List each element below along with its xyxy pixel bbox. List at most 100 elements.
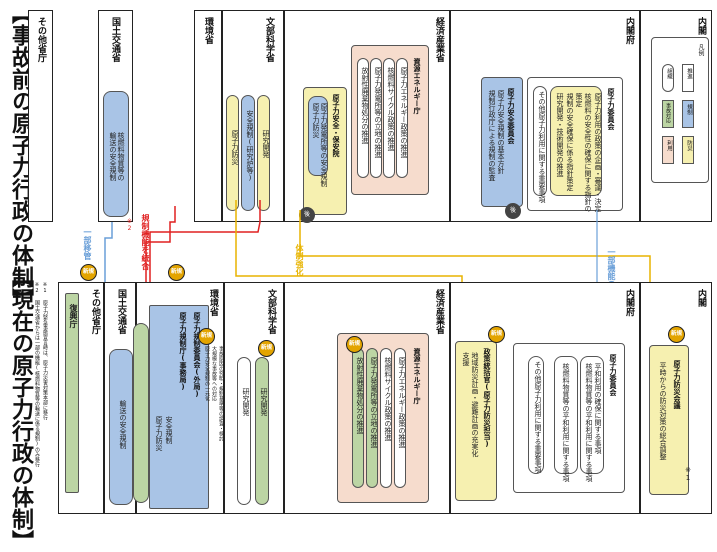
before-mlit-label: 国土交通省 bbox=[110, 17, 120, 62]
before-nisa-box: 原子力安全・保安院 原子力発電所等の安全規制 原子力防災 bbox=[303, 87, 347, 215]
before-meti-label: 経済産業省 bbox=[434, 17, 444, 62]
mlit-line-1: 核燃料物質等の bbox=[117, 132, 125, 181]
after-mlit-box: 国土交通省 輸送の安全規制 bbox=[104, 282, 136, 514]
after-recovery-label: 復興庁 bbox=[69, 304, 78, 328]
after-mext-research-line: 研究開発 bbox=[242, 388, 250, 416]
after-disaster-note: ※1 bbox=[684, 466, 692, 482]
before-cabinet-label: 内閣 bbox=[696, 17, 706, 35]
after-cabinet-office-box: 内閣府 政策統括官(原子力防災担当) 地域防災計画・避難計画の充実化 支援 原子… bbox=[450, 282, 640, 514]
legend-accident: 事故対応 bbox=[662, 100, 674, 128]
after-commission-line-2: 核燃料物質等の平和利用に関する事項 bbox=[585, 363, 593, 482]
after-policy-name: 政策統括官(原子力防災担当) bbox=[483, 348, 491, 448]
abolish-label: 一部機能の廃止 bbox=[607, 248, 616, 304]
before-mext-box: 文部科学省 研究開発 安全規制(研究炉等) 原子力防災 bbox=[222, 10, 284, 222]
after-mlit-label: 国土交通省 bbox=[116, 289, 126, 334]
note-1: ※1 原子力緊急事態宣言時は、原子力災害対策本部に移行 bbox=[42, 282, 48, 420]
before-mext-pill-safety: 安全規制(研究炉等) bbox=[241, 95, 255, 211]
after-reg-lines: 事故原因の究明・規制基準等の調査・検討 大規模な事故等への対応 原子力安全規制の… bbox=[204, 346, 226, 476]
safety-line-2: 規制行政庁による規制の監査 bbox=[488, 90, 496, 181]
legend-title: 凡例 bbox=[697, 44, 704, 56]
legend: 凡例 推進 規制 防災 利用 事故対応 組織 bbox=[651, 37, 709, 183]
after-energy-pill-4: 放射性廃棄物処分の推進 bbox=[352, 348, 364, 488]
before-energy-box: 資源エネルギー庁 原子力エネルギー政策の推進 核燃料サイクル政策の推進 原子力発… bbox=[351, 45, 429, 195]
before-mext-label: 文部科学省 bbox=[264, 17, 274, 62]
before-energy-name: 資源エネルギー庁 bbox=[413, 58, 421, 114]
after-commission-pill-2: 核燃料物質等の平和利用に関する事項 bbox=[554, 356, 578, 482]
after-title: 【現在の原子力行政の体制】 bbox=[8, 266, 33, 552]
nisa-abolish-circle: 後 bbox=[299, 207, 315, 223]
after-energy-pill-2: 核燃料サイクル政策の推進 bbox=[380, 348, 392, 488]
before-env-label: 環境省 bbox=[203, 17, 213, 44]
before-meti-box: 経済産業省 資源エネルギー庁 原子力エネルギー政策の推進 核燃料サイクル政策の推… bbox=[284, 10, 450, 223]
after-mext-box: 文部科学省 研究開発 研究開発 bbox=[224, 282, 284, 514]
legend-regulate: 規制 bbox=[682, 100, 694, 128]
after-mext-green: 研究開発 bbox=[255, 357, 269, 505]
commission-line-4: 規制の安全確保に係る指針策定 bbox=[566, 93, 574, 191]
legend-org: 組織 bbox=[662, 64, 674, 92]
after-mext-research: 研究開発 bbox=[237, 357, 251, 505]
after-reg-authority: 原子力規制庁(事務局) bbox=[179, 312, 187, 391]
after-commission-line-2b: 核燃料物質等の平和利用に関する事項 bbox=[562, 363, 570, 482]
before-env-box: 環境省 bbox=[194, 10, 222, 222]
after-energy-line-1: 原子力エネルギー政策の推進 bbox=[398, 357, 406, 448]
after-others-box: その他省庁 復興庁 bbox=[58, 282, 104, 514]
new-badge-policy: 新規 bbox=[488, 326, 505, 343]
mext-line-3: 原子力防災 bbox=[231, 130, 239, 165]
before-mlit-box: 国土交通省 核燃料物質等の 輸送の安全規制 bbox=[98, 10, 133, 222]
after-energy-box: 資源エネルギー庁 原子力エネルギー政策の推進 核燃料サイクル政策の推進 原子力発… bbox=[337, 333, 429, 503]
before-others-box: その他省庁 bbox=[28, 10, 53, 222]
after-commission-box: 原子力委員会 平和利用の確保に関する事項 核燃料物質等の平和利用に関する事項 核… bbox=[513, 343, 625, 493]
commission-line-5: 研究開発・技術開発の推進 bbox=[556, 93, 564, 177]
mext-line-2: 安全規制(研究炉等) bbox=[246, 110, 254, 182]
safety-abolish-circle: 後 bbox=[505, 203, 521, 219]
nisa-line-pill: 原子力発電所等の安全規制 原子力防災 bbox=[308, 96, 328, 187]
after-disaster-council-name: 原子力防災会議 bbox=[673, 360, 681, 409]
legend-promote: 推進 bbox=[682, 64, 694, 92]
after-commission-name: 原子力委員会 bbox=[609, 354, 617, 396]
after-mlit-pill: 輸送の安全規制 bbox=[109, 349, 133, 505]
before-safety-commission-box: 原子力安全委員会 原子力安全規制の基本方針 規制行政庁による規制の監査 bbox=[481, 77, 523, 207]
energy-line-pill-3: 原子力発電所等の立地の推進 bbox=[370, 58, 382, 178]
energy-line-pill-1: 原子力エネルギー政策の推進 bbox=[396, 58, 408, 178]
nisa-line-1: 原子力発電所等の安全規制 bbox=[320, 103, 328, 187]
legend-use-text: 利用 bbox=[666, 140, 672, 151]
legend-disaster-text: 防災 bbox=[686, 140, 692, 151]
after-reg-line-2: 大規模な事故等への対応 bbox=[211, 346, 217, 401]
after-commission-line-1: 平和利用の確保に関する事項 bbox=[594, 363, 602, 454]
legend-promote-text: 推進 bbox=[686, 68, 692, 79]
legend-disaster: 防災 bbox=[682, 136, 694, 164]
commission-pill: 原子力利用の政策の企画・審議・決定 核燃料の安全性の確保に関する指針の 策定 規… bbox=[550, 86, 602, 212]
orange-label: 体制強化 bbox=[295, 244, 304, 276]
after-disaster-council-box: 原子力防災会議 平時からの防災対策の総合調整 ※1 bbox=[649, 345, 692, 495]
before-nisa-name: 原子力安全・保安院 bbox=[332, 94, 340, 157]
before-commission-box: 原子力委員会 原子力利用の政策の企画・審議・決定 核燃料の安全性の確保に関する指… bbox=[527, 77, 623, 212]
commission-line-2: 核燃料の安全性の確保に関する指針の bbox=[584, 93, 592, 212]
after-mext-label: 文部科学省 bbox=[266, 289, 276, 334]
before-commission-name: 原子力委員会 bbox=[607, 88, 615, 130]
new-badge-mext: 新規 bbox=[258, 340, 275, 357]
before-others-label: その他省庁 bbox=[36, 17, 46, 62]
energy-line-3: 原子力発電所等の立地の推進 bbox=[374, 67, 382, 158]
commission-other-pill: その他原子力利用に関する重要事項 bbox=[533, 86, 547, 203]
after-cabinet-office-label: 内閣府 bbox=[624, 289, 634, 316]
after-energy-line-3: 原子力発電所等の立地の推進 bbox=[370, 357, 378, 448]
legend-regulate-text: 規制 bbox=[686, 104, 692, 115]
before-cabinet-office-label: 内閣府 bbox=[624, 17, 634, 44]
safety-line-1: 原子力安全規制の基本方針 bbox=[497, 90, 505, 174]
after-energy-line-4: 放射性廃棄物処分の推進 bbox=[356, 357, 364, 434]
after-policy-box: 政策統括官(原子力防災担当) 地域防災計画・避難計画の充実化 支援 bbox=[455, 341, 497, 501]
after-mlit-line: 輸送の安全規制 bbox=[119, 400, 127, 449]
after-commission-pill-1: 平和利用の確保に関する事項 核燃料物質等の平和利用に関する事項 bbox=[580, 356, 604, 482]
before-safety-commission-name: 原子力安全委員会 bbox=[507, 88, 515, 144]
after-meti-label: 経済産業省 bbox=[434, 289, 444, 334]
after-energy-pill-1: 原子力エネルギー政策の推進 bbox=[394, 348, 406, 488]
after-energy-line-2: 核燃料サイクル政策の推進 bbox=[384, 357, 392, 441]
after-energy-pill-3: 原子力発電所等の立地の推進 bbox=[366, 348, 378, 488]
after-recovery-box: 復興庁 bbox=[65, 293, 79, 493]
commission-line-1: 原子力利用の政策の企画・審議・決定 bbox=[594, 93, 602, 212]
before-cabinet-box: 内閣 凡例 推進 規制 防災 利用 事故対応 組織 bbox=[640, 10, 712, 222]
before-cabinet-office-box: 内閣府 原子力安全委員会 原子力安全規制の基本方針 規制行政庁による規制の監査 … bbox=[450, 10, 640, 222]
new-badge-meti: 新規 bbox=[346, 336, 363, 353]
after-env-line-1: 安全規制 bbox=[165, 416, 173, 444]
commission-line-3: 策定 bbox=[575, 93, 583, 107]
